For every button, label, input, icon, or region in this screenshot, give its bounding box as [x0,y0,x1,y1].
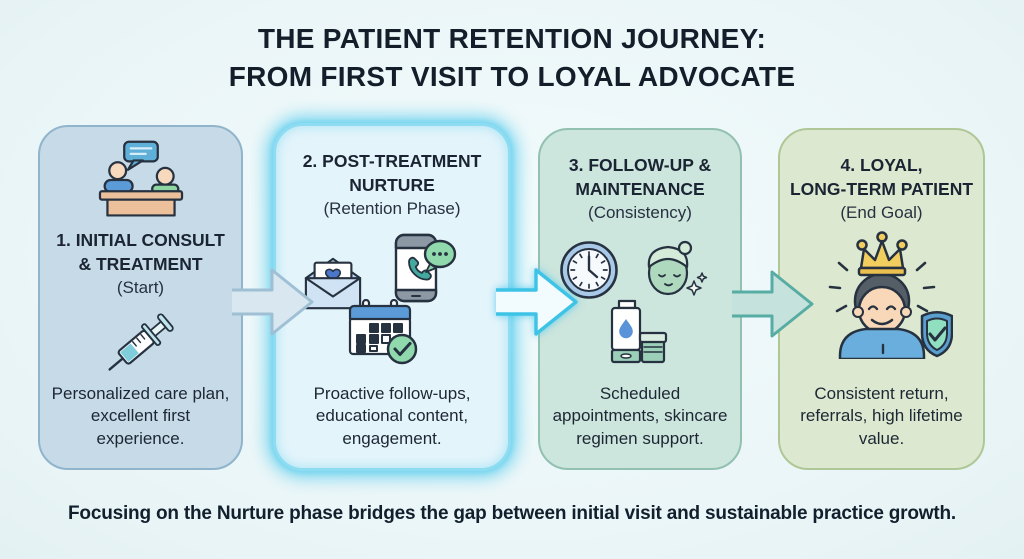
card-subtitle: (Consistency) [588,203,692,223]
card-heading: 4. LOYAL, LONG-TERM PATIENT [789,155,974,199]
skincare-products-icon [610,300,668,364]
card-initial-consult: 1. INITIAL CONSULT & TREATMENT (Start) P… [38,125,243,470]
maintenance-icon-cluster [550,235,730,371]
page-title-line1: THE PATIENT RETENTION JOURNEY: [257,23,767,54]
card-body: Personalized care plan, excellent first … [51,383,230,448]
consultation-desk-icon [98,140,183,217]
nurture-icon-cluster [292,233,492,371]
arrow-stage1-to-stage2 [232,268,314,336]
loyal-patient-crown-icon [828,231,953,360]
card-heading: 1. INITIAL CONSULT & TREATMENT [56,230,225,274]
shield-check-icon [920,311,953,358]
phone-chat-icon [394,234,457,303]
card-body: Consistent return, referrals, high lifet… [800,383,963,448]
page-title: THE PATIENT RETENTION JOURNEY: FROM FIRS… [0,20,1024,95]
arrow-stage2-to-stage3 [496,268,578,336]
card-heading: 3. FOLLOW-UP & MAINTENANCE [568,155,712,199]
page-title-line2: FROM FIRST VISIT TO LOYAL ADVOCATE [228,60,796,92]
calendar-check-icon [348,299,418,365]
spa-face-icon [647,241,708,296]
clock-icon [560,241,618,300]
card-subtitle: (End Goal) [840,203,923,223]
crown-icon [855,231,908,277]
card-post-treatment-nurture: 2. POST-TREATMENT NURTURE (Retention Pha… [273,123,511,471]
syringe-icon [107,313,174,372]
card-subtitle: (Retention Phase) [323,199,461,219]
card-body: Proactive follow-ups, educational conten… [313,383,471,448]
card-body: Scheduled appointments, skincare regimen… [552,383,728,448]
card-heading: 2. POST-TREATMENT NURTURE [302,151,482,195]
card-subtitle: (Start) [116,278,165,298]
card-loyal-patient: 4. LOYAL, LONG-TERM PATIENT (End Goal) [778,128,985,470]
footer-caption: Focusing on the Nurture phase bridges th… [68,503,956,524]
arrow-stage3-to-stage4 [732,270,814,338]
